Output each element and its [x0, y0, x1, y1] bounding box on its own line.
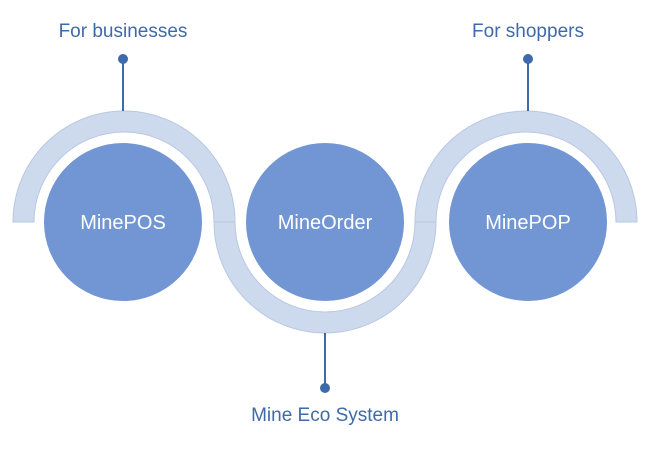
arc-right [414, 110, 638, 223]
connector-dot-shoppers [523, 54, 533, 64]
node-minepos [42, 141, 204, 303]
callout-for-shoppers: For shoppers [472, 21, 584, 42]
connector-dot-eco-system [320, 383, 330, 393]
node-label-minepos: MinePOS [80, 212, 166, 234]
node-minepop [447, 141, 609, 303]
node-mineorder [244, 141, 406, 303]
callout-for-businesses: For businesses [58, 21, 188, 42]
connector-dot-businesses [118, 54, 128, 64]
node-label-minepop: MinePOP [485, 212, 571, 234]
callout-mine-eco-system: Mine Eco System [251, 405, 399, 426]
node-label-mineorder: MineOrder [277, 212, 373, 234]
